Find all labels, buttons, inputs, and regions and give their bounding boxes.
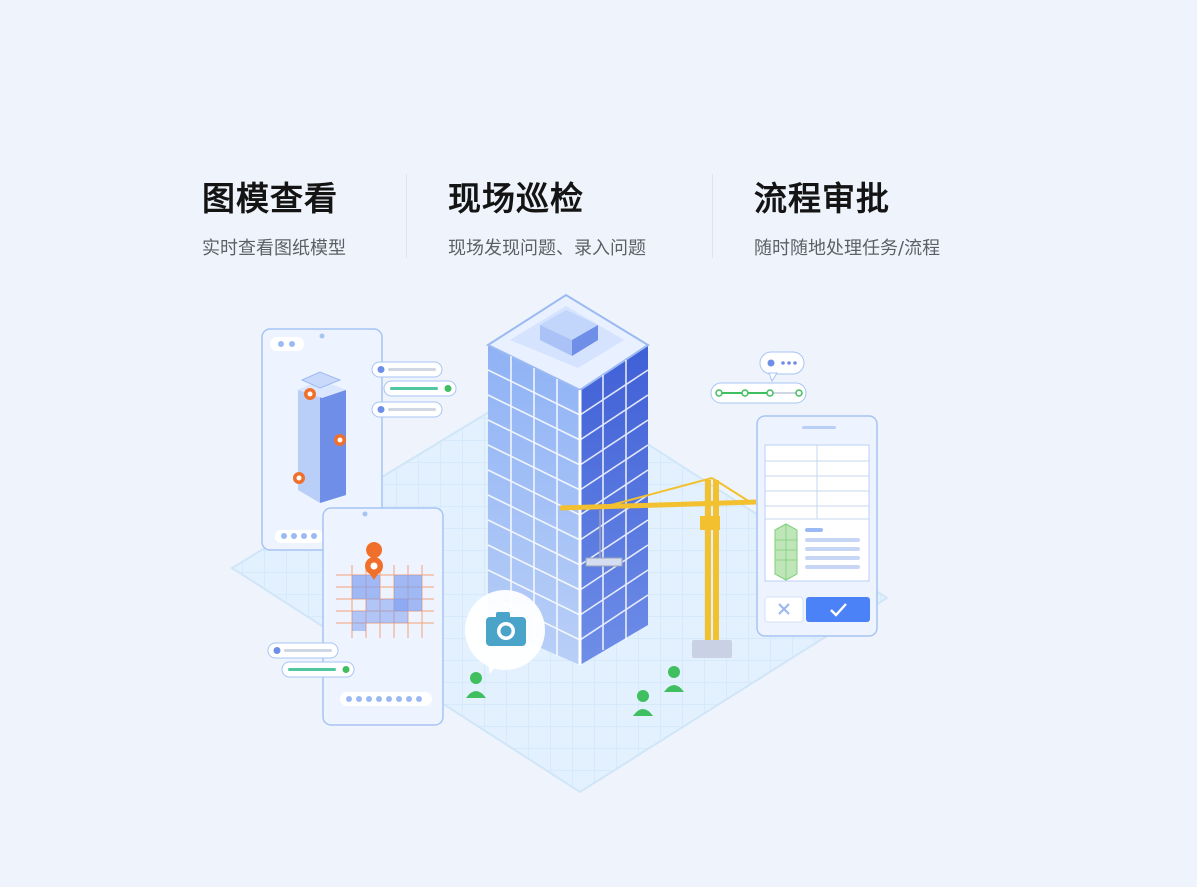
feature-title: 流程审批 <box>754 179 890 218</box>
user-chips-bottom <box>267 642 355 678</box>
feature-drawing-view: 图模查看 实时查看图纸模型 <box>180 150 440 260</box>
person-icon <box>466 672 486 698</box>
user-icon <box>273 647 281 654</box>
user-icon <box>342 666 350 673</box>
feature-site-inspection: 现场巡检 现场发现问题、录入问题 <box>426 150 686 260</box>
feature-title: 现场巡检 <box>448 179 584 218</box>
location-pin-icon <box>365 542 383 580</box>
person-icon <box>664 666 684 692</box>
reject-button <box>764 596 804 623</box>
feature-header: 图模查看 实时查看图纸模型 现场巡检 现场发现问题、录入问题 流程审批 随时随地… <box>180 150 980 260</box>
location-pin-icon <box>334 434 346 446</box>
feature-description: 现场发现问题、录入问题 <box>448 238 646 259</box>
person-icon <box>633 690 653 716</box>
user-chips-top <box>371 361 457 418</box>
tablet-model-view <box>261 328 383 551</box>
close-icon <box>778 603 790 615</box>
feature-divider <box>406 174 407 258</box>
feature-description: 随时随地处理任务/流程 <box>754 238 941 259</box>
location-pin-icon <box>304 388 316 400</box>
camera-icon <box>486 612 526 646</box>
tablet-approval <box>756 415 878 637</box>
progress-chip <box>710 382 807 404</box>
chat-bubble-icon <box>759 351 805 383</box>
check-icon <box>830 603 847 617</box>
user-icon <box>377 366 385 373</box>
tower-crane <box>559 477 757 658</box>
feature-title: 图模查看 <box>202 179 338 218</box>
feature-workflow-approval: 流程审批 随时随地处理任务/流程 <box>732 150 992 260</box>
user-icon <box>377 406 385 413</box>
feature-description: 实时查看图纸模型 <box>202 238 346 259</box>
user-icon <box>444 385 452 392</box>
location-pin-icon <box>293 472 305 484</box>
approve-button <box>806 597 870 622</box>
camera-bubble <box>465 590 545 674</box>
tablet-floor-plan <box>322 507 444 726</box>
feature-divider <box>712 174 713 258</box>
